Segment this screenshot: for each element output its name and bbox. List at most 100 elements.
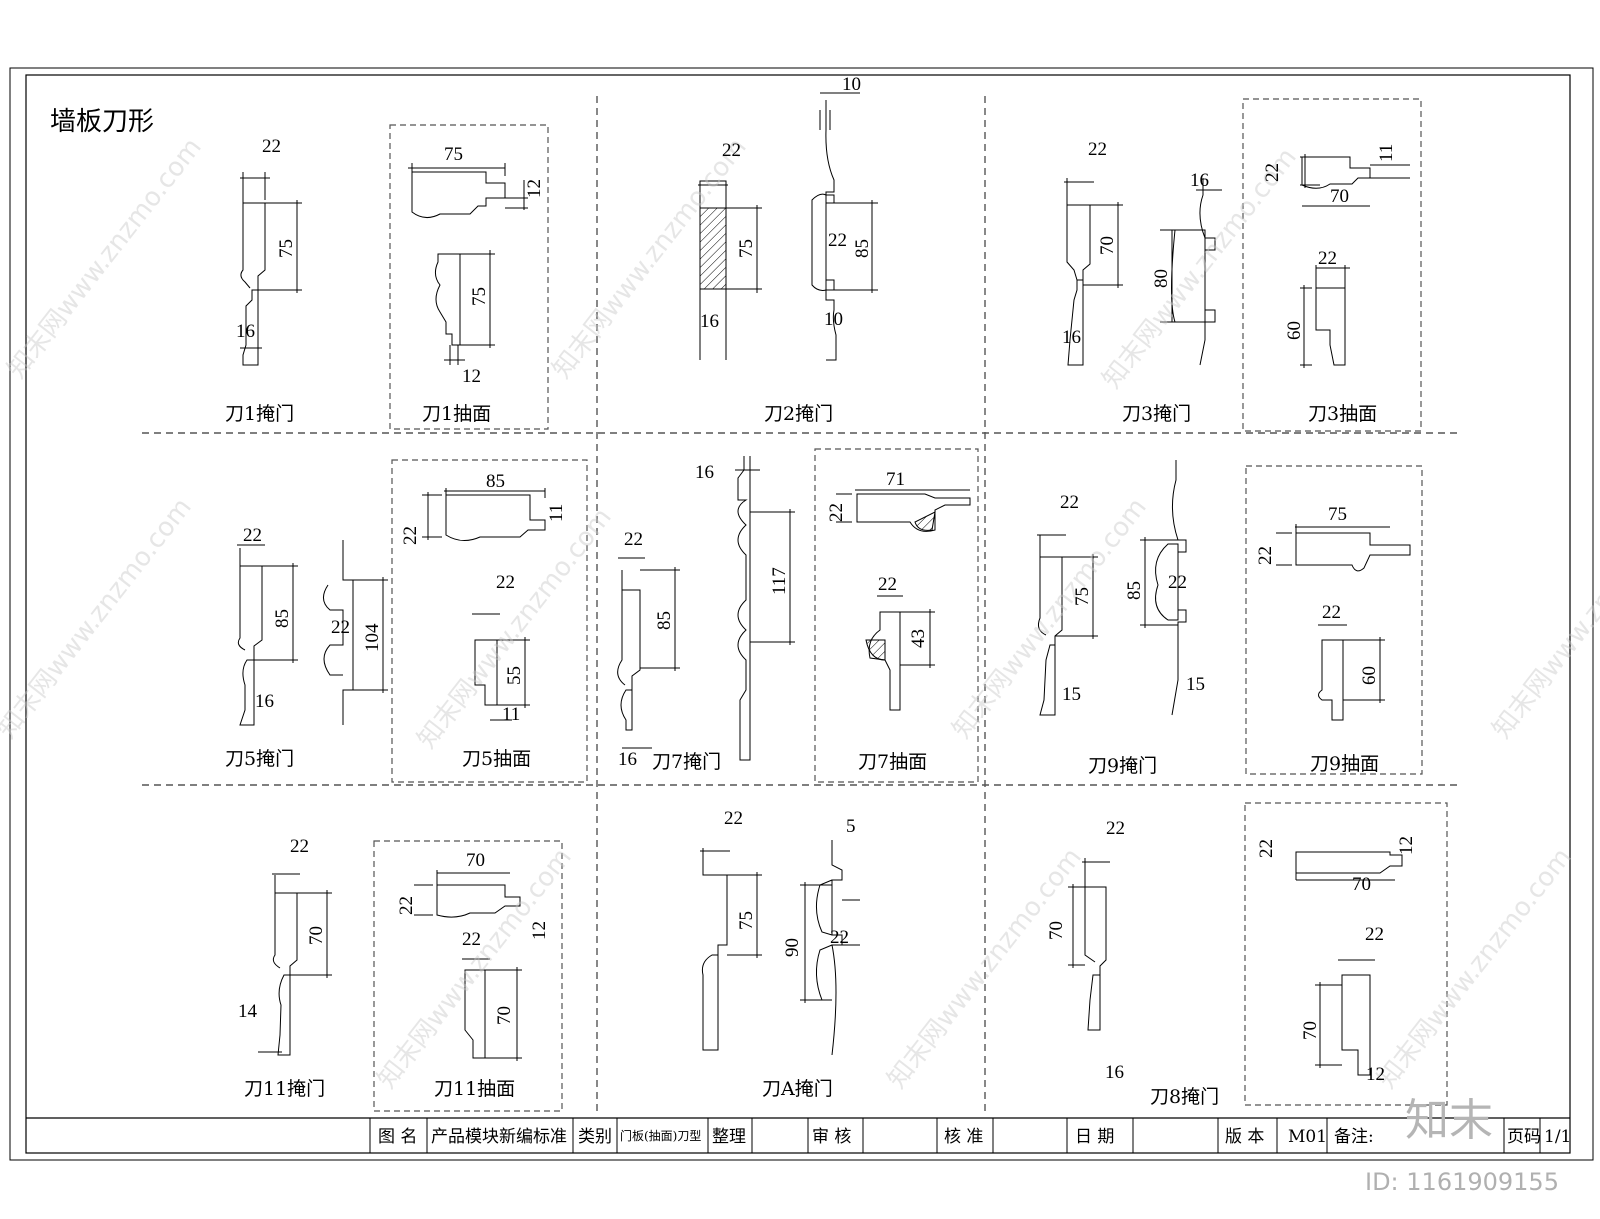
- dimension: 22: [331, 617, 350, 638]
- dimension: 5: [846, 816, 856, 837]
- dimension: 22: [830, 927, 849, 948]
- dimension: 16: [695, 462, 714, 483]
- dimension: 70: [306, 926, 327, 945]
- dimension: 80: [1151, 269, 1172, 288]
- tb-page-label: 页码: [1507, 1127, 1541, 1147]
- watermark-text: 知末网www.znzmo.com: [2, 133, 208, 385]
- dimension: 90: [782, 938, 803, 957]
- inner-frame: [25, 74, 1571, 1154]
- dimension: 85: [1124, 581, 1145, 600]
- dimension: 22: [826, 503, 847, 522]
- dimension: 22: [496, 572, 515, 593]
- tb-page-value: 1/1: [1544, 1127, 1571, 1147]
- dimension: 104: [362, 623, 383, 652]
- dimension: 70: [494, 1006, 515, 1025]
- tb-remark-label: 备注:: [1334, 1127, 1374, 1147]
- dimension: 12: [1366, 1064, 1385, 1085]
- dimension: 43: [908, 629, 929, 648]
- dimension: 70: [1046, 921, 1067, 940]
- dimension: 10: [842, 74, 861, 95]
- dimension: 11: [546, 504, 567, 522]
- profile-label: 刀9抽面: [1310, 753, 1379, 775]
- dimension: 22: [878, 574, 897, 595]
- tb-review-label: 审 核: [812, 1127, 851, 1147]
- dimension: 75: [444, 144, 463, 165]
- dimension: 22: [624, 529, 643, 550]
- dimension-values: 22 75 16 75 12 75 12 22 75 16 10 22 85 1…: [236, 74, 1417, 1085]
- dimension: 70: [1097, 236, 1118, 255]
- watermark-text: 知末网www.znzmo.com: [0, 493, 198, 745]
- tb-approve-label: 核 准: [944, 1127, 983, 1147]
- profile-label: 刀11掩门: [244, 1078, 325, 1100]
- dimension: 22: [396, 896, 417, 915]
- grid-dividers: [142, 96, 1462, 1115]
- profile-label: 刀7掩门: [652, 751, 721, 773]
- dimension: 71: [886, 469, 905, 490]
- dimension: 16: [1190, 170, 1209, 191]
- dimension: 11: [502, 704, 520, 725]
- dimension: 12: [529, 921, 550, 940]
- dimension: 75: [276, 239, 297, 258]
- dimension: 60: [1359, 666, 1380, 685]
- dimension: 70: [466, 850, 485, 871]
- dimension: 70: [1300, 1021, 1321, 1040]
- profile-label: 刀7抽面: [858, 751, 927, 773]
- dimension: 22: [400, 526, 421, 545]
- dimension: 22: [1255, 546, 1276, 565]
- profile-label: 刀3抽面: [1308, 403, 1377, 425]
- dimension: 75: [469, 287, 490, 306]
- dimension: 22: [722, 140, 741, 161]
- profile-label: 刀2掩门: [764, 403, 833, 425]
- profile-label: 刀8掩门: [1150, 1086, 1219, 1108]
- tb-version-label: 版 本: [1225, 1127, 1264, 1147]
- dimension: 85: [272, 609, 293, 628]
- dimension: 22: [828, 230, 847, 251]
- dimension: 85: [486, 471, 505, 492]
- dimension: 22: [243, 525, 262, 546]
- profile-label: 刀1掩门: [225, 403, 294, 425]
- dimension: 70: [1352, 874, 1371, 895]
- dimension: 22: [290, 836, 309, 857]
- tb-date-label: 日 期: [1075, 1127, 1114, 1147]
- profile-label: 刀1抽面: [422, 403, 491, 425]
- dimension: 16: [618, 749, 637, 770]
- dimension: 22: [262, 136, 281, 157]
- dimension: 60: [1284, 321, 1305, 340]
- dimension: 16: [700, 311, 719, 332]
- dimension: 22: [462, 929, 481, 950]
- dimension: 15: [1186, 674, 1205, 695]
- dimension: 55: [504, 666, 525, 685]
- dimension: 16: [255, 691, 274, 712]
- watermark-text: 知末网www.znzmo.com: [372, 843, 578, 1095]
- dimension: 12: [524, 179, 545, 198]
- title-block: 图 名 产品模块新编标准 类别 门板(抽面)刀型 整理 审 核 核 准 日 期 …: [26, 1117, 1571, 1153]
- outer-frame: [9, 67, 1594, 1161]
- dimension: 22: [1256, 839, 1277, 858]
- tb-category-label: 类别: [578, 1127, 612, 1147]
- dimension: 75: [1328, 504, 1347, 525]
- dimension: 15: [1062, 684, 1081, 705]
- dimension: 16: [1105, 1062, 1124, 1083]
- dimension: 22: [1322, 602, 1341, 623]
- profile-label: 刀5抽面: [462, 748, 531, 770]
- watermark-text: 知末网www.znzmo.com: [1372, 843, 1578, 1095]
- dimension: 11: [1376, 144, 1397, 162]
- tb-name-label: 图 名: [378, 1127, 417, 1147]
- dimension: 12: [1396, 836, 1417, 855]
- subpanel-boxes: [373, 98, 1448, 1112]
- dimension: 22: [1060, 492, 1079, 513]
- watermark-text: 知末网www.znzmo.com: [1487, 493, 1600, 745]
- dimension: 75: [1072, 587, 1093, 606]
- dimension: 16: [236, 321, 255, 342]
- profile-labels: 刀1掩门 刀1抽面 刀2掩门 刀3掩门 刀3抽面 刀5掩门 刀5抽面 刀7掩门 …: [225, 403, 1379, 1108]
- profile-label: 刀A掩门: [762, 1078, 833, 1100]
- tb-category-value: 门板(抽面)刀型: [620, 1128, 701, 1143]
- dimension: 70: [1330, 186, 1349, 207]
- dimension: 14: [238, 1001, 258, 1022]
- dimension: 117: [769, 567, 790, 595]
- dimension: 75: [736, 911, 757, 930]
- dimension: 22: [724, 808, 743, 829]
- dimension: 22: [1168, 572, 1187, 593]
- dimension: 75: [736, 239, 757, 258]
